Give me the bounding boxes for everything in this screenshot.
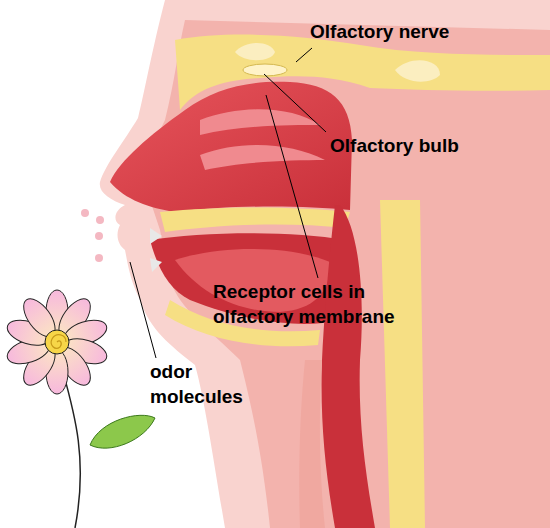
inner-tissue — [146, 20, 550, 528]
turbinate — [200, 145, 325, 170]
part-label: Olfactory bulb — [330, 134, 540, 159]
part-label: odor molecules — [150, 360, 270, 409]
sinus-back — [395, 60, 440, 81]
turbinate — [200, 109, 320, 135]
odor-dot — [95, 254, 103, 262]
leader-line — [266, 95, 318, 278]
leader-line — [296, 48, 312, 62]
head-outline — [100, 0, 550, 528]
nasal-cavity — [110, 82, 352, 212]
spine — [380, 200, 425, 528]
hard-palate — [160, 208, 350, 233]
part-label: Receptor cells in olfactory membrane — [213, 280, 413, 329]
windpipe — [299, 360, 325, 528]
leaf — [90, 415, 155, 448]
throat — [322, 205, 375, 528]
olfactory-bulb — [243, 64, 287, 76]
leader-line — [130, 262, 156, 358]
flower-petals — [4, 290, 110, 394]
teeth — [150, 228, 162, 272]
tongue — [175, 249, 330, 312]
odor-dot — [81, 209, 89, 217]
sinus — [235, 43, 275, 60]
leader-line — [264, 74, 326, 132]
odor-dot — [95, 232, 103, 240]
odor-dot — [96, 216, 104, 224]
part-label: Olfactory nerve — [310, 20, 540, 45]
